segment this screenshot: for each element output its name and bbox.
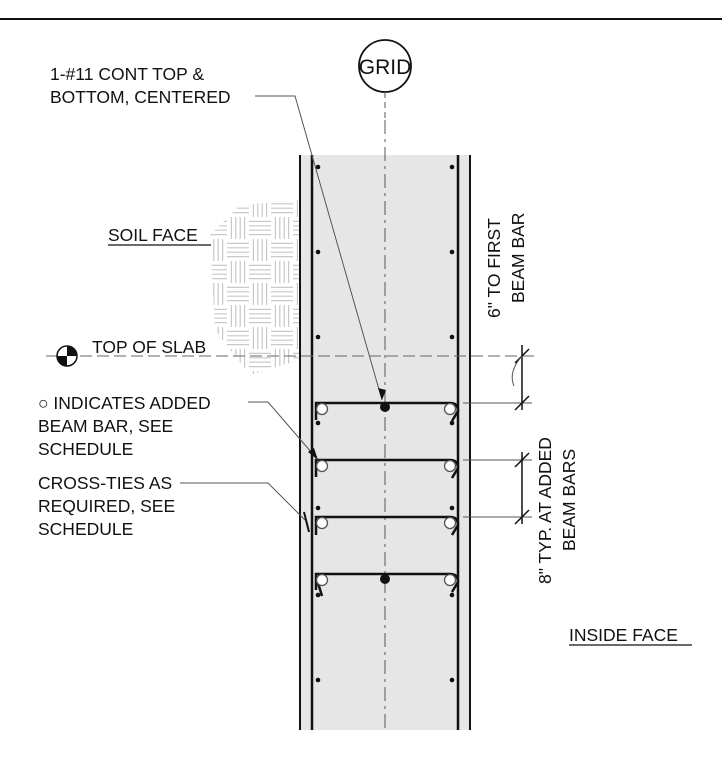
added-bar-arrowhead: [308, 448, 318, 460]
added-bar: [315, 516, 329, 530]
first-bar-label-line1: 6" TO FIRST: [484, 218, 504, 318]
cross-tie-leader: [180, 482, 306, 521]
bar-dot: [315, 505, 321, 511]
inside-face-label: INSIDE FACE: [569, 625, 678, 645]
added-bar: [315, 402, 329, 416]
added-bar: [315, 459, 329, 473]
added-bar: [443, 459, 457, 473]
bar-arrowhead: [378, 388, 386, 400]
bar-note-line1: 1-#11 CONT TOP &: [50, 64, 204, 84]
added-bar-note-line2: BEAM BAR, SEE: [38, 416, 173, 436]
soil-face-label: SOIL FACE: [108, 225, 198, 245]
bar-dot: [315, 592, 321, 598]
dimension-extension-lines: [463, 402, 532, 518]
bar-dot: [449, 420, 455, 426]
bar-dot: [315, 249, 321, 255]
added-bar-note-line3: SCHEDULE: [38, 439, 133, 459]
soil-hatch: [210, 200, 300, 375]
bar-dot: [449, 249, 455, 255]
continuous-bar-top: [380, 402, 390, 412]
first-bar-dimension-label: 6" TO FIRST: [484, 218, 504, 318]
elevation-symbol: [56, 345, 78, 367]
added-bar-leader: [248, 401, 319, 461]
added-beam-bars: [315, 402, 457, 587]
bar-dot: [449, 592, 455, 598]
added-bar: [443, 573, 457, 587]
horizontal-bar-dots: [315, 164, 455, 683]
grid-label: GRID: [359, 56, 412, 79]
bar-dot: [315, 164, 321, 170]
first-bar-leader: [511, 355, 523, 387]
continuous-bar-bottom: [380, 574, 390, 584]
bar-dot: [449, 677, 455, 683]
bar-leader: [255, 95, 383, 401]
cross-ties-note-line1: CROSS-TIES AS: [38, 473, 172, 493]
typ-label-line1: 8" TYP. AT ADDED: [535, 437, 555, 584]
typ-label-line2: BEAM BARS: [559, 449, 579, 551]
bar-dot: [315, 334, 321, 340]
dimension-line: [514, 345, 530, 525]
cross-ties-note-line2: REQUIRED, SEE: [38, 496, 175, 516]
typ-dimension-label: 8" TYP. AT ADDED: [535, 437, 555, 584]
cross-ties-note-line3: SCHEDULE: [38, 519, 133, 539]
bar-dot: [449, 334, 455, 340]
added-bar: [443, 516, 457, 530]
leader-lines: [180, 95, 383, 521]
cross-tie-mark: [303, 511, 310, 533]
added-bar-note-line1: ○ INDICATES ADDED: [38, 393, 211, 413]
bar-dot: [449, 505, 455, 511]
bar-dot: [315, 677, 321, 683]
bar-dot: [449, 164, 455, 170]
first-bar-dimension-label-2: BEAM BAR: [508, 213, 528, 303]
bar-note-line2: BOTTOM, CENTERED: [50, 87, 231, 107]
bar-dot: [315, 420, 321, 426]
first-bar-label-line2: BEAM BAR: [508, 213, 528, 303]
typ-dimension-label-2: BEAM BARS: [559, 449, 579, 551]
added-bar: [315, 573, 329, 587]
added-bar: [443, 402, 457, 416]
top-of-slab-label: TOP OF SLAB: [92, 337, 206, 357]
